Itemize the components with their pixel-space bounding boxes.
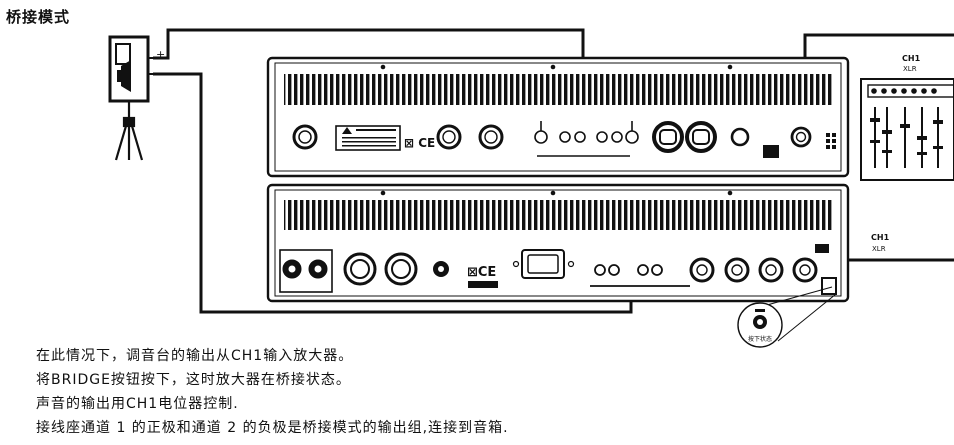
- amp-input-connector-label: XLR: [872, 245, 886, 253]
- top-amplifier-panel: ⊠ CE: [266, 56, 850, 178]
- svg-text:⊠CE: ⊠CE: [467, 265, 496, 280]
- top-gain-knobs: [534, 121, 639, 157]
- top-speakon-outputs: [652, 121, 717, 153]
- top-xlr-outputs: [730, 126, 812, 148]
- svg-text:⊠ CE: ⊠ CE: [404, 136, 435, 150]
- speaker-icon: [108, 35, 153, 103]
- mixer-connector-label: XLR: [903, 65, 917, 73]
- speaker-plus-label: +: [156, 48, 165, 61]
- bridge-button-callout: [737, 286, 837, 348]
- page-title: 桥接模式: [6, 8, 71, 26]
- bottom-vent-grille: [284, 200, 834, 230]
- note-line-2: 将BRIDGE按钮按下，这时放大器在桥接状态。: [36, 372, 351, 388]
- bottom-xlr-connectors: [689, 257, 818, 283]
- iec-power-socket: [512, 249, 575, 279]
- speaker-negative-cable: [153, 72, 633, 314]
- note-line-1: 在此情况下，调音台的输出从CH1输入放大器。: [36, 348, 354, 364]
- binding-post-outputs: [279, 249, 333, 293]
- input-terminals: [590, 264, 690, 287]
- tripod-icon: [114, 101, 144, 161]
- mixer-channel-label: CH1: [902, 54, 921, 63]
- bottom-speakon-outputs: [343, 252, 418, 286]
- note-line-4: 接线座通道 1 的正极和通道 2 的负极是桥接模式的输出组,连接到音箱.: [36, 420, 509, 436]
- top-xlr-inputs: [436, 124, 504, 150]
- top-vent-grille: [284, 74, 834, 105]
- amp-input-channel-label: CH1: [871, 233, 890, 242]
- note-line-3: 声音的输出用CH1电位器控制.: [36, 396, 239, 412]
- bottom-amplifier-panel: ⊠CE: [266, 183, 850, 303]
- bridge-button-label: 按下状态: [748, 335, 772, 343]
- mixer-icon: [860, 78, 954, 181]
